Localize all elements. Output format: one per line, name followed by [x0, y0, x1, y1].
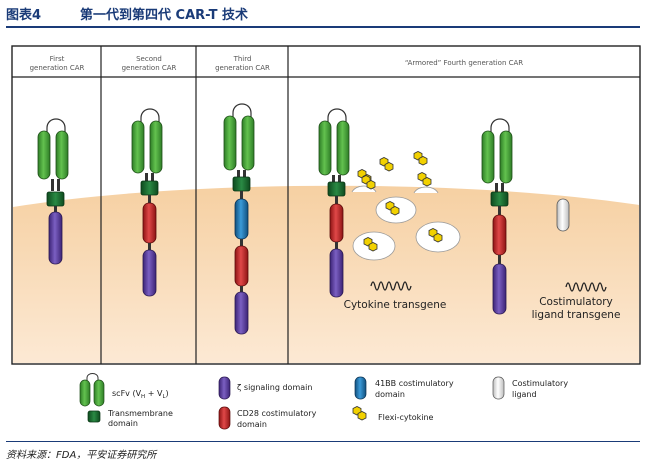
cd28-costimulatory-domain [234, 245, 249, 287]
footer-rule [6, 441, 640, 442]
legend-flexi-cytokine-icon [352, 406, 367, 421]
panel-title-first: First generation CAR [14, 55, 100, 73]
scfv-vh [223, 115, 237, 171]
panel-title-line1: Third [233, 55, 252, 63]
cytokine-transgene-icon [370, 281, 412, 291]
legend-costim-ligand-label-line1: Costimulatory [512, 379, 568, 388]
scfv-vh [131, 120, 145, 174]
panel-title-second: Second generation CAR [103, 55, 195, 73]
figure-title: 第一代到第四代 CAR-T 技术 [80, 8, 249, 23]
figure-number: 图表4 [6, 8, 42, 23]
legend-transmembrane-icon [87, 410, 101, 423]
zeta-signaling-domain [142, 249, 157, 297]
costim-ligand-label-line2: ligand transgene [532, 309, 621, 321]
transmembrane-domain [490, 191, 509, 207]
panel-title-third: Third generation CAR [198, 55, 287, 73]
figure-header: 图表4 第一代到第四代 CAR-T 技术 [6, 4, 248, 24]
legend-scfv-label: scFv (VH + VL) [112, 389, 169, 400]
transmembrane-domain [327, 181, 346, 197]
cd28-costimulatory-domain [329, 203, 344, 243]
panel-title-line2: generation CAR [215, 64, 270, 72]
legend-cd28-label-line2: domain [237, 420, 267, 429]
transmembrane-domain [232, 176, 251, 192]
second-generation-car [131, 108, 163, 297]
secreted-cytokines [351, 151, 461, 261]
fourth-generation-car-cytokine [318, 108, 350, 298]
panel-title-line1: Second [136, 55, 162, 63]
zeta-signaling-domain [492, 263, 507, 315]
scfv-vl [336, 120, 350, 176]
zeta-signaling-domain [48, 211, 63, 265]
costimulatory-ligand [556, 198, 570, 232]
legend-cd28-icon [218, 406, 231, 430]
cell-membrane [13, 185, 639, 363]
panel-title-fourth: “Armored” Fourth generation CAR [290, 59, 638, 68]
cd28-costimulatory-domain [142, 202, 157, 244]
scfv-vl [499, 130, 513, 184]
zeta-signaling-domain [234, 291, 249, 335]
fourth-generation-car-ligand [481, 118, 513, 315]
source-note: 资料来源：FDA，平安证券研究所 [6, 450, 157, 461]
legend-41bb-icon [354, 376, 367, 400]
legend-transmembrane-label-line2: domain [108, 419, 138, 428]
legend-cd28-label-line1: CD28 costimulatory [237, 409, 317, 418]
legend-zeta-label: ζ signaling domain [237, 383, 312, 392]
scfv-vl [55, 130, 69, 180]
legend-costim-ligand-label-line2: ligand [512, 390, 537, 399]
zeta-signaling-domain [329, 248, 344, 298]
scfv-vh [481, 130, 495, 184]
panel-title-line1: “Armored” Fourth generation CAR [404, 59, 524, 67]
scfv-vh [318, 120, 332, 176]
cd28-costimulatory-domain [492, 214, 507, 256]
header-rule [6, 26, 640, 28]
legend-41bb-label-line2: domain [375, 390, 405, 399]
scfv-vh [37, 130, 51, 180]
panel-title-line2: generation CAR [121, 64, 177, 72]
panel-title-line1: First [49, 55, 65, 63]
ligand-transgene-icon [565, 282, 607, 292]
transmembrane-domain [46, 191, 65, 207]
scfv-vl [149, 120, 163, 174]
legend-costim-ligand-icon [492, 376, 505, 400]
legend-41bb-label-line1: 41BB costimulatory [375, 379, 454, 388]
cytokine-transgene-label: Cytokine transgene [344, 299, 447, 311]
scfv-vl [241, 115, 255, 171]
panel-title-line2: generation CAR [29, 64, 85, 72]
first-generation-car [37, 118, 69, 265]
legend-scfv-icon [79, 373, 105, 407]
legend-zeta-icon [218, 376, 231, 400]
41bb-costimulatory-domain [234, 198, 249, 240]
legend-transmembrane-label-line1: Transmembrane [107, 409, 173, 418]
transmembrane-domain [140, 180, 159, 196]
third-generation-car [223, 103, 255, 335]
legend-flexi-label: Flexi-cytokine [378, 413, 434, 422]
costim-ligand-label-line1: Costimulatory [539, 296, 613, 308]
